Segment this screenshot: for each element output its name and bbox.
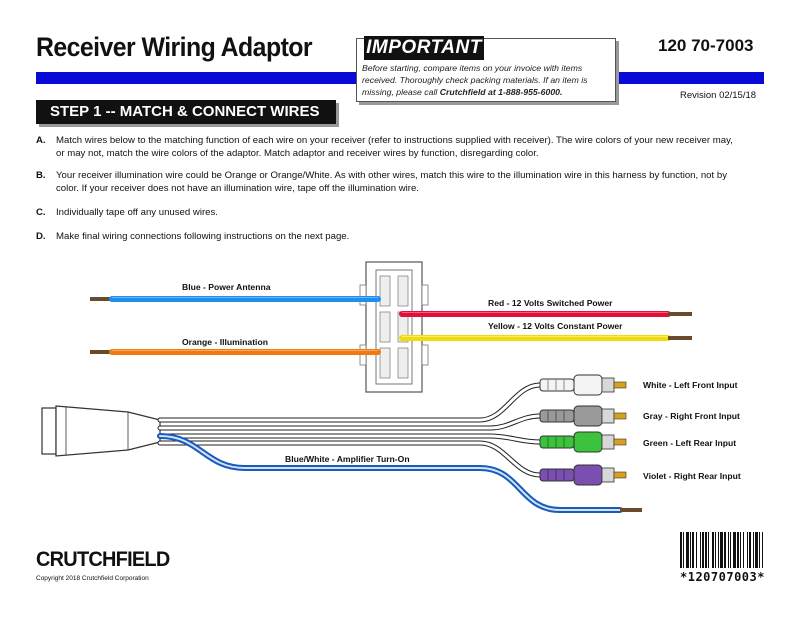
- wire-label-red: Red - 12 Volts Switched Power: [488, 298, 613, 308]
- rca-plug-green: [539, 431, 627, 453]
- header-rule-right: [612, 72, 764, 84]
- instruction-letter: D.: [36, 231, 46, 242]
- instruction-letter: B.: [36, 170, 46, 181]
- barcode-number: *120707003*: [680, 570, 765, 584]
- rca-plug-gray: [539, 405, 627, 427]
- instruction-b: B. Your receiver illumination wire could…: [36, 169, 736, 195]
- part-number: 120 70-7003: [658, 36, 754, 55]
- wire-label-blue-white: Blue/White - Amplifier Turn-On: [285, 454, 410, 464]
- page-title: Receiver Wiring Adaptor: [36, 32, 313, 62]
- rca-label-green: Green - Left Rear Input: [643, 438, 736, 448]
- harness-connector: [359, 261, 429, 393]
- wire-yellow: [399, 335, 692, 341]
- revision-date: Revision 02/15/18: [680, 90, 757, 101]
- wire-label-yellow: Yellow - 12 Volts Constant Power: [488, 321, 623, 331]
- instruction-d: D. Make final wiring connections followi…: [36, 230, 736, 243]
- rca-plug-violet: [539, 464, 627, 486]
- wire-blue-white: [157, 433, 623, 513]
- important-phone: Crutchfield at 1-888-955-6000.: [439, 87, 563, 97]
- instruction-letter: A.: [36, 135, 46, 146]
- crutchfield-logo: CRUTCHFIELD: [36, 548, 170, 571]
- instruction-text: Individually tape off any unused wires.: [56, 207, 218, 218]
- rca-plug-white: [539, 374, 627, 396]
- rca-harness-plug: [41, 405, 161, 457]
- copyright-text: Copyright 2018 Crutchfield Corporation: [36, 575, 149, 582]
- instruction-text: Match wires below to the matching functi…: [56, 135, 733, 159]
- instruction-c: C. Individually tape off any unused wire…: [36, 206, 736, 219]
- wire-orange: [90, 349, 381, 355]
- important-body: Before starting, compare items on your i…: [362, 63, 588, 97]
- wire-red: [399, 311, 692, 317]
- wire-label-blue: Blue - Power Antenna: [182, 282, 271, 292]
- rca-label-white: White - Left Front Input: [643, 380, 738, 390]
- rca-label-violet: Violet - Right Rear Input: [643, 471, 741, 481]
- header-rule-left: [36, 72, 358, 84]
- important-heading: IMPORTANT: [364, 36, 484, 60]
- wire-tip-blue-white: [620, 508, 642, 512]
- wire-label-orange: Orange - Illumination: [182, 337, 268, 347]
- important-text: Before starting, compare items on your i…: [362, 62, 612, 98]
- rca-cables: [157, 382, 543, 478]
- instruction-text: Make final wiring connections following …: [56, 231, 350, 242]
- instruction-text: Your receiver illumination wire could be…: [56, 170, 727, 194]
- instruction-letter: C.: [36, 207, 46, 218]
- instruction-a: A. Match wires below to the matching fun…: [36, 134, 736, 160]
- rca-label-gray: Gray - Right Front Input: [643, 411, 740, 421]
- step-heading: STEP 1 -- MATCH & CONNECT WIRES: [36, 100, 336, 124]
- wire-blue: [90, 296, 381, 302]
- barcode: [680, 532, 763, 568]
